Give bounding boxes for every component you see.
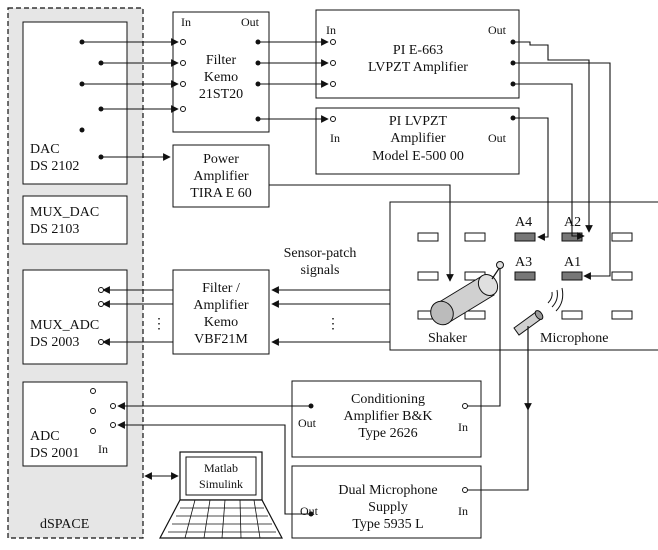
- actuator-a4: [514, 232, 536, 242]
- actuator-a1: [561, 271, 583, 281]
- conditioning-in: In: [458, 420, 468, 434]
- adc-in-label: In: [98, 442, 108, 456]
- label-a4: A4: [515, 215, 532, 230]
- dspace-label: dSPACE: [40, 517, 89, 532]
- power-amp-model: TIRA E 60: [190, 186, 251, 201]
- laptop-label-matlab: Matlab: [204, 461, 238, 475]
- pi-e663-subtitle: LVPZT Amplifier: [368, 60, 468, 75]
- pi-e500-subtitle: Amplifier: [390, 131, 446, 146]
- label-a1: A1: [564, 255, 581, 270]
- filter-kemo-title: Filter: [206, 53, 237, 68]
- actuator-a3: [514, 271, 536, 281]
- pi-e663-out: Out: [488, 23, 507, 37]
- mic-supply-subtitle: Supply: [368, 500, 408, 515]
- connector-dots: [79, 39, 516, 517]
- mic-supply-in: In: [458, 504, 468, 518]
- microphone-label: Microphone: [540, 331, 608, 346]
- filter-amp-model: VBF21M: [194, 332, 248, 347]
- microphone-icon: [513, 287, 564, 336]
- filter-amp-title: Filter /: [202, 281, 240, 296]
- adc-label: ADC: [30, 429, 60, 444]
- pi-e500-box: [315, 107, 520, 175]
- filter-amp-box: [172, 269, 270, 355]
- open-connectors: [90, 39, 468, 493]
- sensor-patch-label-2: signals: [301, 263, 340, 278]
- label-a2: A2: [564, 215, 581, 230]
- filter-kemo-box: [172, 11, 270, 133]
- filter-amp-brand: Kemo: [204, 315, 238, 330]
- pi-e500-in: In: [330, 131, 340, 145]
- wires: [82, 38, 611, 515]
- mux-adc-box: [22, 269, 128, 365]
- shaker-icon: [430, 261, 504, 326]
- filter-amp-subtitle: Amplifier: [193, 298, 249, 313]
- conditioning-model: Type 2626: [358, 426, 417, 441]
- sensor-ellipsis: ⋮: [326, 317, 340, 332]
- filter-kemo-model: 21ST20: [199, 87, 243, 102]
- pi-e500-model: Model E-500 00: [372, 149, 464, 164]
- conditioning-out: Out: [298, 416, 317, 430]
- mic-supply-title: Dual Microphone: [338, 483, 437, 498]
- adc-model: DS 2001: [30, 446, 79, 461]
- dac-label: DAC: [30, 142, 60, 157]
- laptop-icon: [159, 451, 283, 539]
- mic-supply-box: [291, 465, 482, 539]
- dac-model: DS 2102: [30, 159, 79, 174]
- pi-e663-title: PI E-663: [393, 43, 443, 58]
- adc-box: [22, 381, 128, 467]
- power-amp-box: [172, 144, 270, 208]
- mux-adc-label: MUX_ADC: [30, 318, 99, 333]
- pi-e663-box: [315, 9, 520, 99]
- power-amp-subtitle: Amplifier: [193, 169, 249, 184]
- conditioning-subtitle: Amplifier B&K: [343, 409, 432, 424]
- power-amp-title: Power: [203, 152, 239, 167]
- conditioning-amp-box: [291, 380, 482, 458]
- mux-ellipsis: ⋮: [152, 317, 166, 332]
- filter-kemo-brand: Kemo: [204, 70, 238, 85]
- pi-e500-title: PI LVPZT: [389, 114, 448, 129]
- conditioning-title: Conditioning: [351, 392, 425, 407]
- mic-supply-model: Type 5935 L: [352, 517, 423, 532]
- filter-kemo-in: In: [181, 15, 191, 29]
- shaker-label: Shaker: [428, 331, 467, 346]
- pi-e500-out: Out: [488, 131, 507, 145]
- sensor-patches: [417, 232, 633, 320]
- pi-e663-in: In: [326, 23, 336, 37]
- mic-supply-out: Out: [300, 504, 319, 518]
- laptop-label-simulink: Simulink: [199, 477, 243, 491]
- sensor-patch-label: Sensor-patch: [284, 246, 357, 261]
- filter-kemo-out: Out: [241, 15, 260, 29]
- mux-dac-box: [22, 195, 128, 245]
- mux-dac-model: DS 2103: [30, 222, 79, 237]
- mux-adc-model: DS 2003: [30, 335, 79, 350]
- label-a3: A3: [515, 255, 532, 270]
- mux-dac-label: MUX_DAC: [30, 205, 99, 220]
